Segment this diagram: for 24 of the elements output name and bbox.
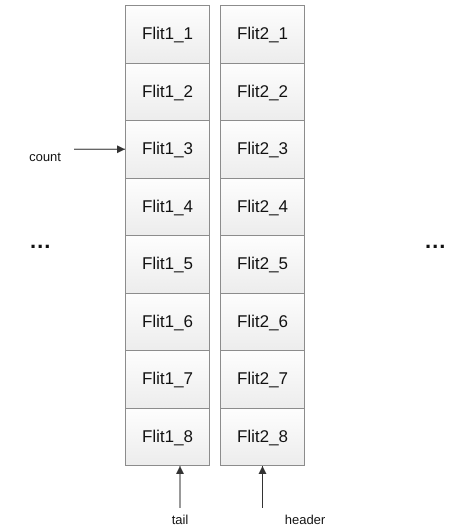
pointer-label: tail	[165, 510, 195, 528]
arrow	[258, 466, 266, 508]
arrow	[74, 145, 126, 154]
flit-cell: Flit1_7	[125, 350, 210, 408]
flit-cell: Flit2_1	[220, 5, 305, 64]
flit-cell: Flit1_8	[125, 408, 210, 466]
arrow	[176, 466, 184, 508]
flit-cell: Flit2_8	[220, 408, 305, 466]
flit-cell: Flit2_2	[220, 62, 305, 121]
ellipsis: ...	[30, 228, 52, 254]
pointer-label: header	[280, 510, 330, 528]
pointer-label: count	[20, 148, 70, 166]
flit-cell: Flit2_5	[220, 235, 305, 294]
ellipsis: ...	[425, 228, 446, 254]
flit-cell: Flit2_7	[220, 350, 305, 408]
flit-cell: Flit1_5	[125, 235, 210, 294]
flit-cell: Flit1_6	[125, 292, 210, 351]
flit-cell: Flit1_4	[125, 178, 210, 236]
flit-cell: Flit1_2	[125, 62, 210, 121]
flit-cell: Flit2_6	[220, 292, 305, 351]
flit-cell: Flit1_3	[125, 120, 210, 178]
flit-cell: Flit1_1	[125, 5, 210, 64]
flit-cell: Flit2_3	[220, 120, 305, 178]
flit-cell: Flit2_4	[220, 178, 305, 236]
